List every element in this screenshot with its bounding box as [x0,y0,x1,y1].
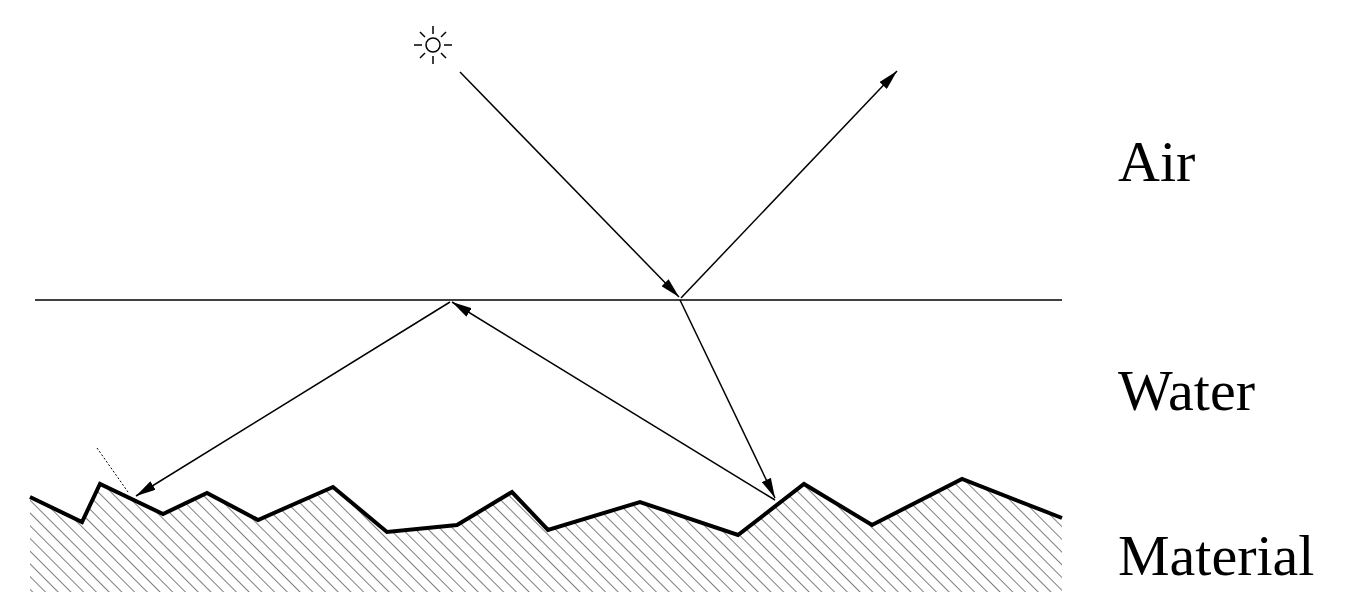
material-fill [30,479,1062,592]
water-surface [35,299,1062,301]
region-label: Water [1118,362,1255,420]
facet-normal [97,448,128,492]
region-label: Material [1118,527,1314,585]
light-source [414,26,452,64]
incident-ray [460,72,679,297]
reflected-ray [681,71,897,298]
rough-surface [30,479,1062,535]
internal-reflection-ray [136,302,450,496]
scattered-ray [452,302,775,500]
region-label: Air [1118,133,1195,191]
refracted-ray [680,300,775,498]
